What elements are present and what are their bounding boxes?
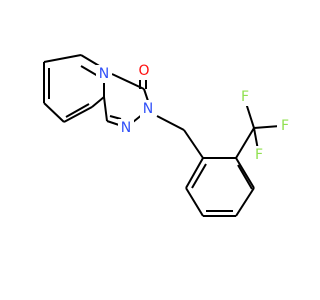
- bond: [191, 163, 207, 189]
- oxygen-atom-label: O: [138, 63, 149, 79]
- carbonyl: [139, 80, 147, 89]
- bond: [103, 96, 108, 122]
- fluorine-right-label: F: [281, 118, 289, 134]
- bond: [235, 127, 255, 159]
- bond: [143, 88, 149, 102]
- bond: [156, 115, 185, 131]
- structure-canvas: O N N N F F F: [43, 54, 293, 217]
- fluorine-top-label: F: [241, 89, 249, 105]
- fluorine-bottom-label: F: [255, 147, 263, 163]
- bond: [253, 125, 281, 129]
- benzene-ring: [185, 157, 255, 217]
- bond: [80, 65, 99, 77]
- bond: [235, 157, 255, 189]
- methylene-linker: [156, 115, 204, 159]
- pyridine-ring: [43, 54, 105, 123]
- bond: [63, 106, 93, 123]
- ring-fusion-nitrogen-label: N: [99, 66, 109, 82]
- bond: [185, 157, 204, 189]
- bond: [106, 120, 120, 126]
- molecule-drawing: O N N N F F F: [43, 54, 293, 217]
- bond: [65, 103, 90, 118]
- bond: [185, 187, 204, 217]
- bond: [109, 115, 122, 120]
- bond: [183, 129, 204, 159]
- bond: [91, 96, 105, 108]
- bond: [111, 73, 145, 90]
- bond: [43, 102, 65, 123]
- substituted-nitrogen-label: N: [143, 101, 153, 117]
- bond: [245, 102, 255, 129]
- bond: [43, 54, 82, 63]
- imine-nitrogen-label: N: [121, 120, 131, 136]
- bond: [235, 187, 255, 217]
- bond: [237, 164, 253, 190]
- atom-labels: O N N N F F F: [96, 62, 293, 164]
